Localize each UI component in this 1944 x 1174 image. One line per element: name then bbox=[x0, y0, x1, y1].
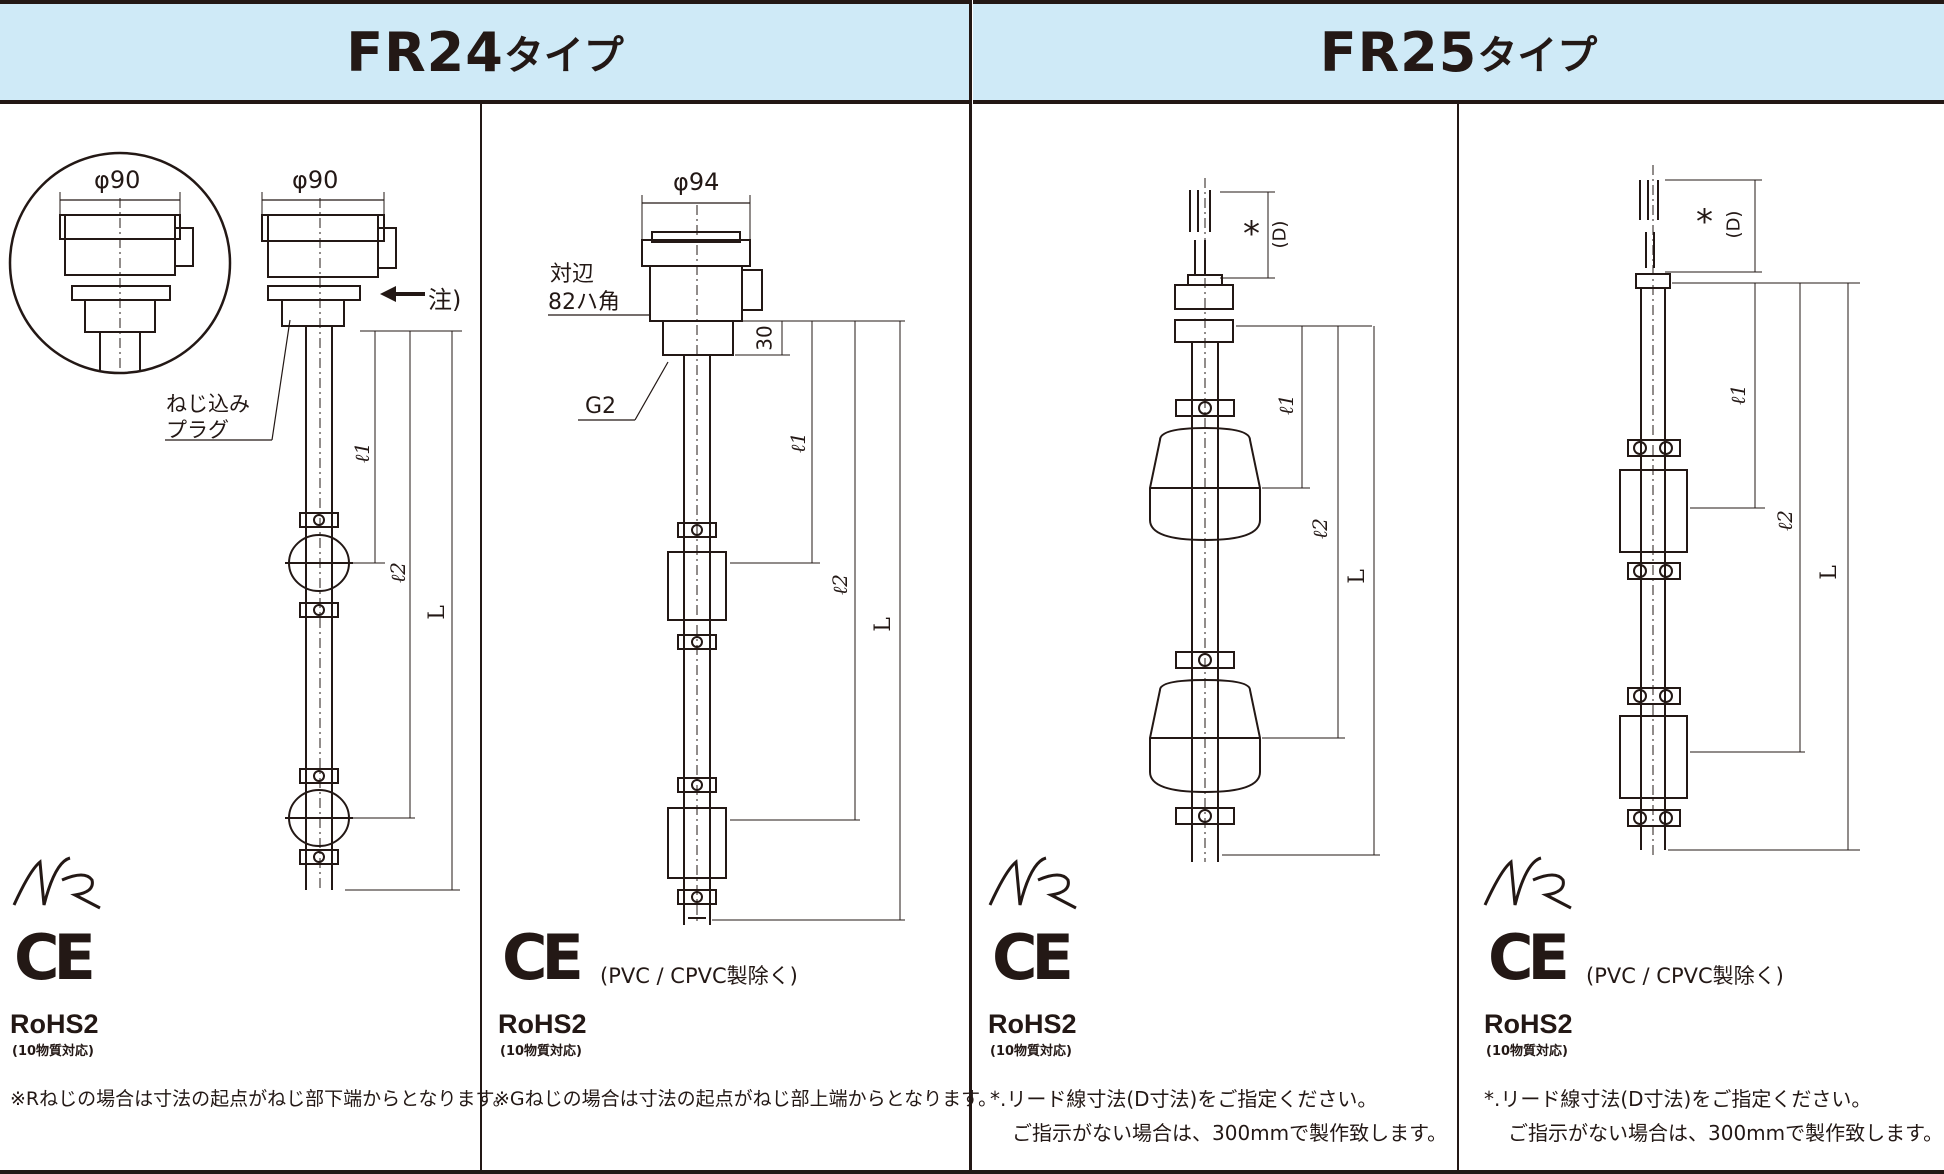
star-mark: * bbox=[1696, 202, 1713, 242]
dim-l2: ℓ2 bbox=[1308, 517, 1333, 540]
star-mark: * bbox=[1243, 214, 1260, 254]
rohs-sub: (10物質対応) bbox=[990, 1044, 1072, 1059]
hex-label: 対辺 bbox=[550, 262, 595, 287]
dim-l2: ℓ2 bbox=[828, 573, 853, 596]
model-title: FR25 bbox=[1319, 20, 1478, 84]
fr24-g-drawing bbox=[548, 195, 905, 925]
ce-mark: CE bbox=[502, 921, 584, 994]
dim-D: (D) bbox=[1723, 210, 1745, 239]
bottom-rule bbox=[0, 1170, 1944, 1174]
note-arrow-label: 注) bbox=[428, 286, 462, 314]
rohs-sub: (10物質対応) bbox=[500, 1044, 582, 1059]
dim-L: L bbox=[1344, 569, 1370, 584]
dim-D: (D) bbox=[1269, 220, 1291, 249]
dim-L: L bbox=[870, 617, 896, 632]
dim-l2: ℓ2 bbox=[1773, 509, 1798, 532]
dim-diameter-inset: φ90 bbox=[94, 166, 141, 194]
note-text: *.リード線寸法(D寸法)をご指定ください。 bbox=[1484, 1087, 1872, 1111]
rohs-label: RoHS2 bbox=[498, 1009, 587, 1039]
fr25-cylinder-drawing bbox=[1619, 165, 1860, 855]
rohs-label: RoHS2 bbox=[10, 1009, 99, 1039]
rohs-label: RoHS2 bbox=[988, 1009, 1077, 1039]
model-suffix: タイプ bbox=[503, 33, 624, 79]
dim-l1: ℓ1 bbox=[350, 441, 375, 464]
fr24-r-drawing bbox=[8, 151, 462, 891]
rohs-sub: (10物質対応) bbox=[12, 1044, 94, 1059]
divider bbox=[1457, 104, 1459, 1174]
note-text: ご指示がない場合は、300mmで製作致します。 bbox=[1508, 1121, 1944, 1145]
ce-note: (PVC / CPVC製除く) bbox=[1586, 964, 1784, 988]
rohs-sub: (10物質対応) bbox=[1486, 1044, 1568, 1059]
ce-mark: CE bbox=[992, 921, 1074, 994]
ce-mark: CE bbox=[1488, 921, 1570, 994]
dim-diameter: φ94 bbox=[673, 168, 720, 196]
plug-label: プラグ bbox=[166, 418, 229, 442]
note-text: *.リード線寸法(D寸法)をご指定ください。 bbox=[990, 1087, 1378, 1111]
hex-label: 82ハ角 bbox=[548, 290, 620, 315]
thread-label: G2 bbox=[585, 394, 617, 419]
fr25-ball-drawing bbox=[1149, 178, 1380, 862]
note-text: ※Gねじの場合は寸法の起点がねじ部上端からとなります。 bbox=[494, 1088, 998, 1110]
dim-l2: ℓ2 bbox=[386, 561, 411, 584]
note-text: ※Rねじの場合は寸法の起点がねじ部下端からとなります。 bbox=[10, 1088, 512, 1110]
dim-L: L bbox=[424, 605, 450, 620]
divider-main bbox=[969, 0, 972, 1174]
ce-mark: CE bbox=[14, 921, 96, 994]
dim-l1: ℓ1 bbox=[1274, 393, 1299, 416]
dim-diameter: φ90 bbox=[292, 166, 339, 194]
rohs-label: RoHS2 bbox=[1484, 1009, 1573, 1039]
dim-height-30: 30 bbox=[752, 325, 777, 351]
divider bbox=[480, 104, 482, 1174]
ce-note: (PVC / CPVC製除く) bbox=[600, 964, 798, 988]
dim-L: L bbox=[1816, 565, 1842, 580]
model-title: FR24 bbox=[346, 20, 504, 84]
model-suffix: タイプ bbox=[1477, 33, 1598, 79]
plug-label: ねじ込み bbox=[166, 392, 250, 416]
nr-logo bbox=[12, 856, 1572, 910]
header-fr24: FR24 タイプ bbox=[0, 0, 970, 104]
header-fr25: FR25 タイプ bbox=[973, 0, 1944, 104]
note-text: ご指示がない場合は、300mmで製作致します。 bbox=[1012, 1121, 1448, 1145]
dim-l1: ℓ1 bbox=[786, 431, 811, 454]
dim-l1: ℓ1 bbox=[1726, 383, 1751, 406]
